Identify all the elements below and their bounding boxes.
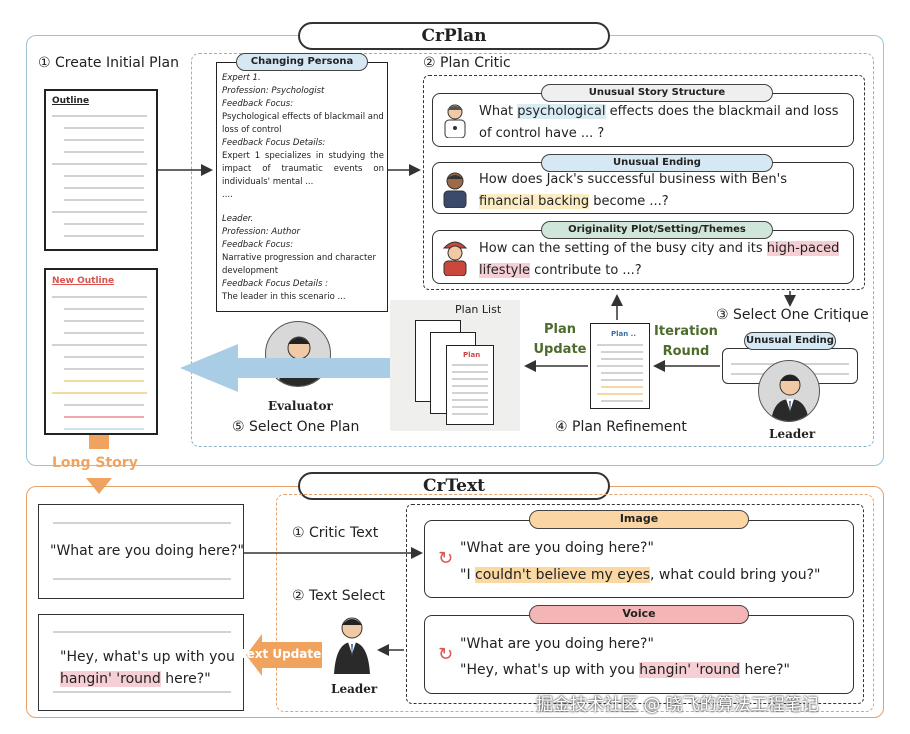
rewrite-icon: ↻ xyxy=(438,644,454,665)
persona-line: .... xyxy=(222,190,233,200)
text-critic-card xyxy=(424,615,854,694)
persona-line: Expert 1 specializes in studying the imp… xyxy=(222,151,384,187)
text-critic-card xyxy=(424,520,854,598)
plan-list-label: Plan List xyxy=(455,303,502,316)
persona-line: Profession: Author xyxy=(222,227,301,237)
step2-label: ② Plan Critic xyxy=(423,55,511,71)
selected-critique-tag: Unusual Ending xyxy=(744,332,836,350)
critic-text: How can the setting of the busy city and… xyxy=(479,241,840,278)
critic-text-label: ① Critic Text xyxy=(292,525,379,541)
persona-line: Narrative progression and character deve… xyxy=(222,253,377,276)
plan-critic-area xyxy=(423,75,865,290)
plan-list-doc-title: Plan xyxy=(463,351,481,359)
text-critic-area xyxy=(406,504,864,704)
text-critic-tag: Voice xyxy=(529,605,749,624)
text-critic-original: "What are you doing here?" xyxy=(460,636,654,652)
text-critic-highlight: couldn't believe my eyes xyxy=(475,567,651,583)
iteration-round-label: Iteration Round xyxy=(654,324,718,359)
step3-label: ③ Select One Critique xyxy=(716,307,869,323)
critic-tag: Unusual Ending xyxy=(541,154,773,172)
select-plan-big-arrow xyxy=(180,344,390,392)
critic-highlight: financial backing xyxy=(479,194,590,209)
persona-line: Feedback Focus: xyxy=(222,99,294,109)
text-leader-label: Leader xyxy=(331,682,378,696)
step4-label: ④ Plan Refinement xyxy=(555,419,687,435)
crtext-inner-area xyxy=(276,494,874,712)
step5-label: ⑤ Select One Plan xyxy=(232,419,360,435)
persona-line: Feedback Focus Details : xyxy=(222,279,328,289)
text-update-arrow xyxy=(246,634,322,676)
persona-text: Expert 1. Profession: Psychologist Feedb… xyxy=(222,72,384,304)
input-quote: "What are you doing here?" xyxy=(50,543,244,559)
plan-update-label: Plan Update xyxy=(533,322,587,357)
leader-avatar xyxy=(758,360,820,422)
persona-line: Feedback Focus Details: xyxy=(222,138,326,148)
persona-line: Expert 1. xyxy=(222,73,261,83)
text-select-label: ② Text Select xyxy=(292,588,385,604)
input-text-box xyxy=(38,504,244,599)
refined-plan-document: Plan .. xyxy=(590,323,650,409)
outline-document: Outline xyxy=(44,89,158,251)
evaluator-label: Evaluator xyxy=(268,399,333,413)
critic-tag: Unusual Story Structure xyxy=(541,84,773,102)
new-outline-title: New Outline xyxy=(52,276,115,286)
critic-card xyxy=(432,93,854,147)
persona-line: Feedback Focus: xyxy=(222,240,294,250)
persona-line: Profession: Psychologist xyxy=(222,86,325,96)
critic-highlight: psychological xyxy=(517,104,606,119)
persona-card xyxy=(216,62,388,312)
leader-label: Leader xyxy=(769,427,816,441)
text-critic-rewrite: "I couldn't believe my eyes, what could … xyxy=(460,567,821,583)
persona-line: The leader in this scenario ... xyxy=(222,292,346,302)
text-leader-avatar xyxy=(330,612,374,678)
new-outline-document: New Outline xyxy=(44,268,158,435)
step1-label: ① Create Initial Plan xyxy=(38,55,179,71)
persona-line: Leader. xyxy=(222,214,254,224)
persona-header: Changing Persona xyxy=(236,53,368,71)
plan-doc-title: Plan .. xyxy=(611,330,636,338)
rewrite-icon: ↻ xyxy=(438,548,454,569)
crplan-inner-area xyxy=(191,53,874,447)
text-critic-tag: Image xyxy=(529,510,749,529)
text-critic-rewrite: "Hey, what's up with you hangin' 'round … xyxy=(460,662,790,678)
output-highlight: hangin' 'round xyxy=(60,671,161,687)
businessman-avatar xyxy=(438,170,472,209)
plan-list-document: Plan xyxy=(446,345,494,425)
text-critic-original: "What are you doing here?" xyxy=(460,540,654,556)
text-critic-highlight: hangin' 'round xyxy=(639,662,741,678)
persona-line: Psychological effects of blackmail and l… xyxy=(222,112,384,135)
crplan-title: CrPlan xyxy=(298,22,610,50)
output-text-box xyxy=(38,614,244,711)
long-story-connector xyxy=(89,435,109,449)
psychologist-avatar xyxy=(438,102,472,138)
critic-text: What psychological effects does the blac… xyxy=(479,104,839,141)
watermark: 掘金技术社区 @ 晓飞的算法工程笔记 xyxy=(536,695,819,715)
text-update-label: Text Update xyxy=(240,647,322,661)
outline-title: Outline xyxy=(52,96,90,106)
crtext-title: CrText xyxy=(298,472,610,500)
firefighter-avatar xyxy=(438,238,472,277)
critic-text: How does Jack's successful business with… xyxy=(479,172,787,209)
critic-tag: Originality Plot/Setting/Themes xyxy=(541,221,773,239)
long-story-label: Long Story xyxy=(52,455,138,471)
